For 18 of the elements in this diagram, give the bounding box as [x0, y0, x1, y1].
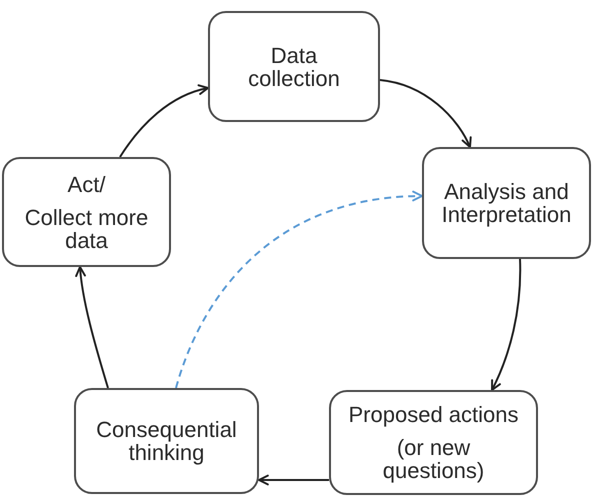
arrow: [75, 266, 109, 388]
box-label: (or new questions): [382, 436, 486, 482]
process-box: [208, 11, 380, 122]
arrow: [119, 84, 209, 158]
arrow: [490, 258, 522, 391]
box-label: Act/: [68, 172, 106, 196]
process-box: [329, 390, 538, 495]
process-box: [74, 388, 259, 494]
box-label: Data collection: [247, 44, 341, 90]
process-box: [2, 157, 171, 267]
arrow: [258, 474, 329, 486]
box-label: Collect more data: [24, 206, 150, 252]
arrow: [380, 79, 472, 148]
dashed-arrow: [175, 191, 423, 388]
process-box: [422, 147, 591, 259]
box-label: Proposed actions: [348, 403, 518, 426]
box-label: Analysis and Interpretation: [440, 180, 572, 226]
box-label: Consequential thinking: [95, 418, 238, 464]
